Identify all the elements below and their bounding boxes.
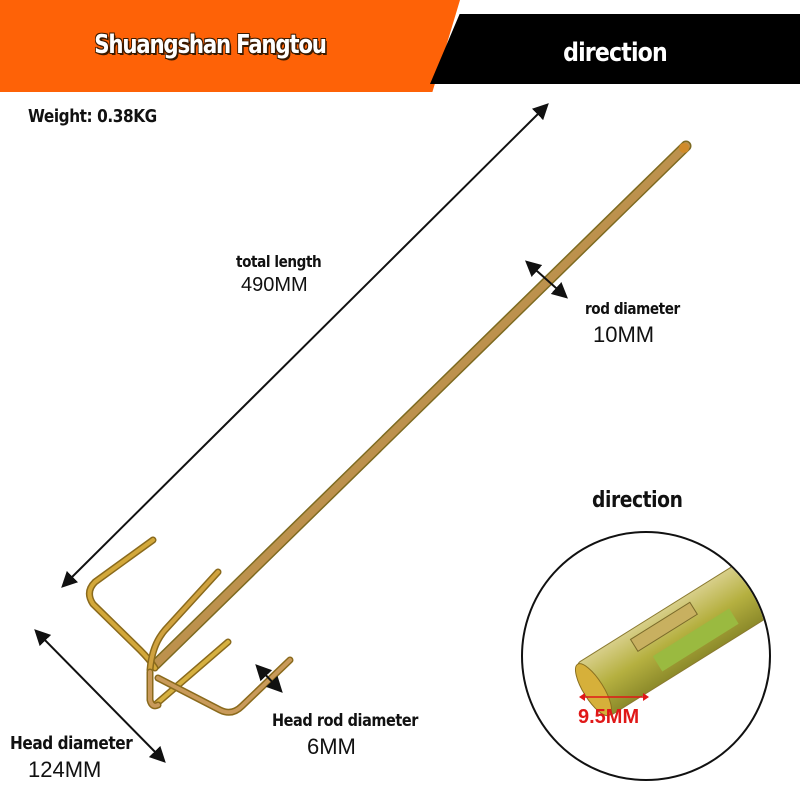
tip-width-arrow xyxy=(579,693,649,701)
head-diameter-arrow xyxy=(34,629,166,763)
head-rod-diameter-value: 6MM xyxy=(307,734,356,759)
detail-title: direction xyxy=(592,488,683,513)
rod-diameter-arrow xyxy=(525,260,568,299)
total-length-arrow xyxy=(61,103,549,588)
total-length-value: 490MM xyxy=(241,274,308,296)
head-diameter-value: 124MM xyxy=(28,757,102,782)
tip-detail-circle xyxy=(521,531,771,781)
head-diameter-label: Head diameter xyxy=(10,733,133,754)
section-banner xyxy=(430,14,800,84)
rod-diameter-value: 10MM xyxy=(593,322,655,347)
head-rod-diameter-label: Head rod diameter xyxy=(272,711,418,731)
tip-width-value: 9.5MM xyxy=(578,706,640,728)
section-title: direction xyxy=(563,38,668,68)
head-rod-diameter-arrow xyxy=(255,664,283,693)
total-length-label: total length xyxy=(236,252,322,271)
rod-tip-closeup xyxy=(574,549,769,717)
mixer-rod xyxy=(149,140,692,671)
brand-banner xyxy=(0,0,460,92)
brand-title: Shuangshan Fangtou xyxy=(94,30,327,60)
rod-diameter-label: rod diameter xyxy=(585,299,680,318)
